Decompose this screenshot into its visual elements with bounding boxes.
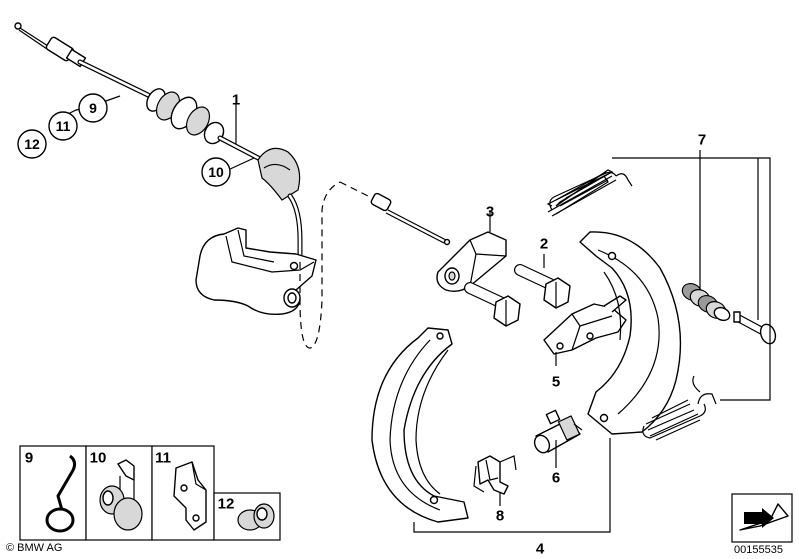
adjuster-bracket — [543, 295, 627, 355]
detail-box-11: 11 — [151, 445, 215, 541]
retaining-clip — [473, 455, 517, 495]
brake-shoe-left — [371, 327, 469, 523]
svg-text:11: 11 — [56, 118, 71, 134]
expander-lever — [436, 231, 507, 293]
leader-7 — [612, 150, 771, 401]
cable-bracket — [195, 227, 317, 316]
callout-circle-10: 10 — [201, 157, 231, 187]
callout-3: 3 — [486, 204, 494, 221]
svg-text:9: 9 — [25, 450, 33, 467]
brake-shoe-right — [579, 231, 682, 435]
callout-6: 6 — [552, 470, 560, 487]
cable-end-fitting — [370, 192, 451, 246]
callout-7: 7 — [698, 132, 706, 149]
bolt-lower — [464, 282, 521, 327]
callout-5: 5 — [552, 374, 560, 391]
svg-text:12: 12 — [218, 496, 235, 513]
detail-box-9: 9 — [19, 445, 87, 541]
routing-dash-mid — [339, 181, 373, 199]
callout-circle-11: 11 — [48, 111, 78, 141]
detail-box-10: 10 — [85, 445, 153, 541]
svg-text:10: 10 — [208, 164, 224, 180]
diagram-thumbnail-icon — [731, 493, 793, 543]
callout-8: 8 — [496, 508, 504, 525]
callout-circle-12: 12 — [17, 129, 47, 159]
svg-text:9: 9 — [89, 100, 97, 116]
svg-text:10: 10 — [90, 450, 107, 467]
routing-dash-left — [299, 181, 341, 349]
callout-1: 1 — [232, 92, 240, 109]
svg-text:12: 12 — [24, 136, 40, 152]
detail-box-12: 12 — [213, 492, 281, 541]
callout-circle-9: 9 — [78, 93, 108, 123]
bolt-2 — [514, 264, 571, 309]
return-spring-lower — [642, 375, 717, 441]
callout-4: 4 — [536, 541, 545, 558]
return-spring-upper — [546, 169, 633, 217]
copyright-text: © BMW AG — [6, 542, 62, 554]
callout-2: 2 — [540, 236, 548, 253]
svg-text:11: 11 — [155, 450, 171, 467]
hold-down-spring — [681, 283, 731, 322]
adjuster-assembly — [533, 409, 583, 454]
hold-down-pin — [733, 311, 777, 345]
image-number: 00155535 — [734, 544, 783, 556]
handbrake-cable — [14, 22, 303, 265]
